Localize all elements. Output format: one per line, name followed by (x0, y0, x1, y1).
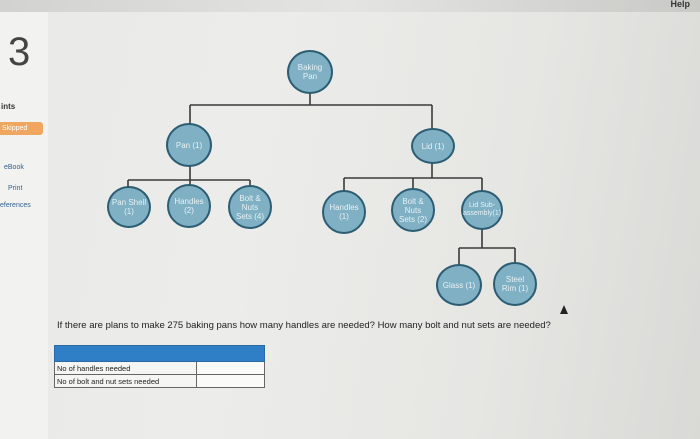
node-pan-bolt-nuts: Bolt & Nuts Sets (4) (228, 185, 272, 229)
answer-table-header (54, 345, 265, 362)
node-glass: Glass (1) (436, 264, 482, 306)
references-link[interactable]: eferences (0, 202, 31, 209)
node-pan-shell: Pan Shell (1) (107, 186, 151, 228)
node-lid-subassembly: Lid Sub- assembly(1) (461, 190, 503, 230)
table-row: No of handles needed (54, 361, 266, 375)
top-bar (0, 0, 700, 12)
node-steel-rim: Steel Rim (1) (493, 262, 537, 306)
ebook-link[interactable]: eBook (4, 164, 24, 171)
question-text: If there are plans to make 275 baking pa… (57, 320, 551, 331)
print-link[interactable]: Print (8, 185, 23, 192)
bolt-nut-sets-label: No of bolt and nut sets needed (54, 374, 197, 388)
node-baking-pan: Baking Pan (287, 50, 333, 94)
mouse-cursor-icon (560, 305, 568, 314)
sidebar: 3 ints Skipped eBook Print eferences (0, 12, 48, 439)
node-pan-handles: Handles (2) (167, 184, 211, 228)
node-lid-bolt-nuts: Bolt & Nuts Sets (2) (391, 188, 435, 232)
node-lid: Lid (1) (411, 128, 455, 164)
question-number: 3 (8, 30, 31, 74)
status-badge: Skipped (0, 122, 43, 135)
answer-table: No of handles needed No of bolt and nut … (54, 345, 266, 388)
node-pan: Pan (1) (166, 123, 212, 167)
table-row: No of bolt and nut sets needed (54, 374, 266, 388)
help-link[interactable]: Help (670, 0, 690, 9)
handles-answer-input[interactable] (196, 362, 264, 374)
node-lid-handles: Handles (1) (322, 190, 366, 234)
handles-label: No of handles needed (54, 361, 197, 375)
points-label: ints (1, 102, 16, 111)
bolt-nut-sets-answer-input[interactable] (196, 375, 264, 387)
